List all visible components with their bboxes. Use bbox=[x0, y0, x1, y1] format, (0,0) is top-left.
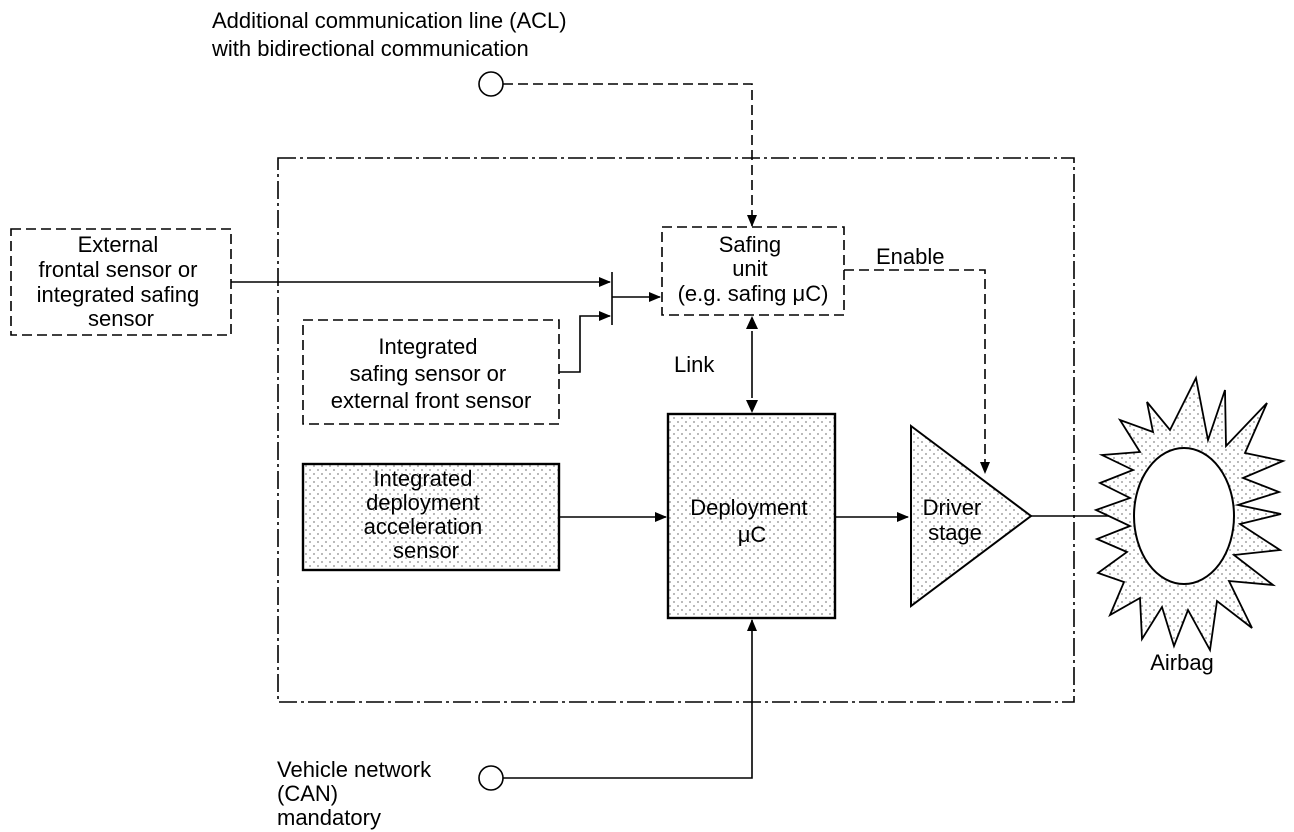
ecu-boundary bbox=[277, 157, 1075, 703]
enable-line bbox=[844, 269, 990, 474]
deployment-uc-label: Deployment μC bbox=[690, 495, 814, 547]
link-arrow-up bbox=[746, 316, 758, 329]
deployment-sensor-box bbox=[301, 462, 561, 572]
airbag-ellipse bbox=[1133, 447, 1235, 585]
acl-connector bbox=[478, 71, 504, 97]
acl-line bbox=[503, 83, 757, 227]
vehicle-network-connector bbox=[478, 765, 504, 791]
deployment-uc-box bbox=[666, 412, 837, 620]
safing-unit-box bbox=[661, 226, 845, 316]
safing-unit-label: Safing unit (e.g. safing μC) bbox=[678, 232, 829, 306]
driver-stage-label: Driver stage bbox=[923, 495, 988, 545]
link-label: Link bbox=[674, 352, 715, 377]
vehicle-network-line bbox=[503, 619, 757, 779]
external-frontal-sensor-label: External frontal sensor or integrated sa… bbox=[37, 232, 206, 331]
vehicle-network-label: Vehicle network (CAN) mandatory bbox=[277, 757, 437, 830]
integrated-safing-sensor-label: Integrated safing sensor or external fro… bbox=[331, 334, 532, 413]
deployment-sensor-label: Integrated deployment acceleration senso… bbox=[364, 466, 489, 563]
airbag-label: Airbag bbox=[1150, 650, 1214, 675]
acl-label: Additional communication line (ACL) with… bbox=[211, 8, 573, 61]
integrated-sensor-line bbox=[559, 311, 611, 373]
link-arrow-down bbox=[746, 400, 758, 413]
driver-stage-triangle bbox=[910, 424, 1033, 608]
enable-label: Enable bbox=[876, 244, 945, 269]
